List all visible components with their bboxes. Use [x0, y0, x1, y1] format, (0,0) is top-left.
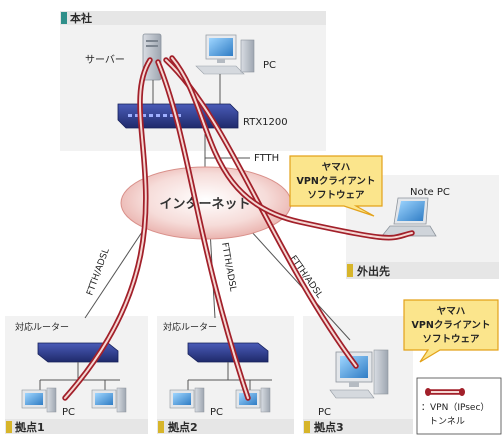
- site2-pc-a: PC: [169, 387, 223, 418]
- zone-title-site3: 拠点3: [314, 420, 344, 434]
- site3-pc-label: PC: [318, 407, 331, 418]
- zone-hq: 本社: [60, 11, 326, 151]
- site1-pc-b: [91, 387, 127, 413]
- zone-title-mobile: 外出先: [356, 264, 390, 278]
- callout-mobile: ヤマハ VPNクライアント ソフトウェア: [289, 155, 383, 217]
- site3-pc: PC: [318, 349, 389, 418]
- vpn-tunnels: [62, 55, 415, 401]
- callout-mobile-line3: ソフトウェア: [307, 190, 365, 201]
- callout-site3-line3: ソフトウェア: [422, 334, 480, 345]
- hq-pc: PC: [195, 34, 276, 75]
- zone-title-site2: 拠点2: [168, 420, 198, 434]
- tunnel-to-mobile: [169, 55, 415, 241]
- callout-mobile-line1: ヤマハ: [322, 162, 351, 173]
- zone-title-hq: 本社: [70, 11, 92, 25]
- link-label-site2: FTTH/ADSL: [219, 242, 237, 292]
- site2-pc-label: PC: [210, 407, 223, 418]
- callout-site3-line1: ヤマハ: [437, 306, 466, 317]
- site2-router-label: 対応ルーター: [163, 321, 217, 333]
- zone-title-site1: 拠点1: [15, 420, 45, 434]
- zone-site2: 拠点2: [157, 316, 294, 434]
- hq-pc-label: PC: [263, 60, 276, 71]
- callout-site3-line2: VPNクライアント: [412, 320, 491, 331]
- legend-line2: トンネル: [429, 416, 465, 427]
- internet-label: インターネット: [159, 197, 250, 212]
- tunnel-to-site1: [62, 57, 153, 401]
- site1-router-label: 対応ルーター: [15, 321, 69, 333]
- link-label-site1: FTTH/ADSL: [85, 247, 111, 297]
- server-label: サーバー: [85, 54, 125, 66]
- zone-site1: 拠点1: [5, 316, 148, 434]
- site2-router: 対応ルーター: [163, 321, 269, 363]
- legend: ：VPN（IPsec） トンネル: [416, 377, 502, 435]
- hq-lan: [152, 74, 221, 104]
- legend-tunnel-swatch: [425, 388, 465, 396]
- callout-site3: ヤマハ VPNクライアント ソフトウェア: [403, 299, 499, 363]
- router-label: RTX1200: [243, 117, 288, 128]
- site1-pc-a: PC: [21, 387, 75, 418]
- callout-mobile-line2: VPNクライアント: [297, 176, 376, 187]
- tunnel-to-site2: [155, 59, 251, 401]
- notebook-label: Note PC: [410, 187, 450, 198]
- legend-line1: ：VPN（IPsec）: [421, 402, 489, 413]
- uplink-label: FTTH: [254, 153, 279, 164]
- site1-pc-label: PC: [62, 407, 75, 418]
- site2-lan: [187, 362, 272, 390]
